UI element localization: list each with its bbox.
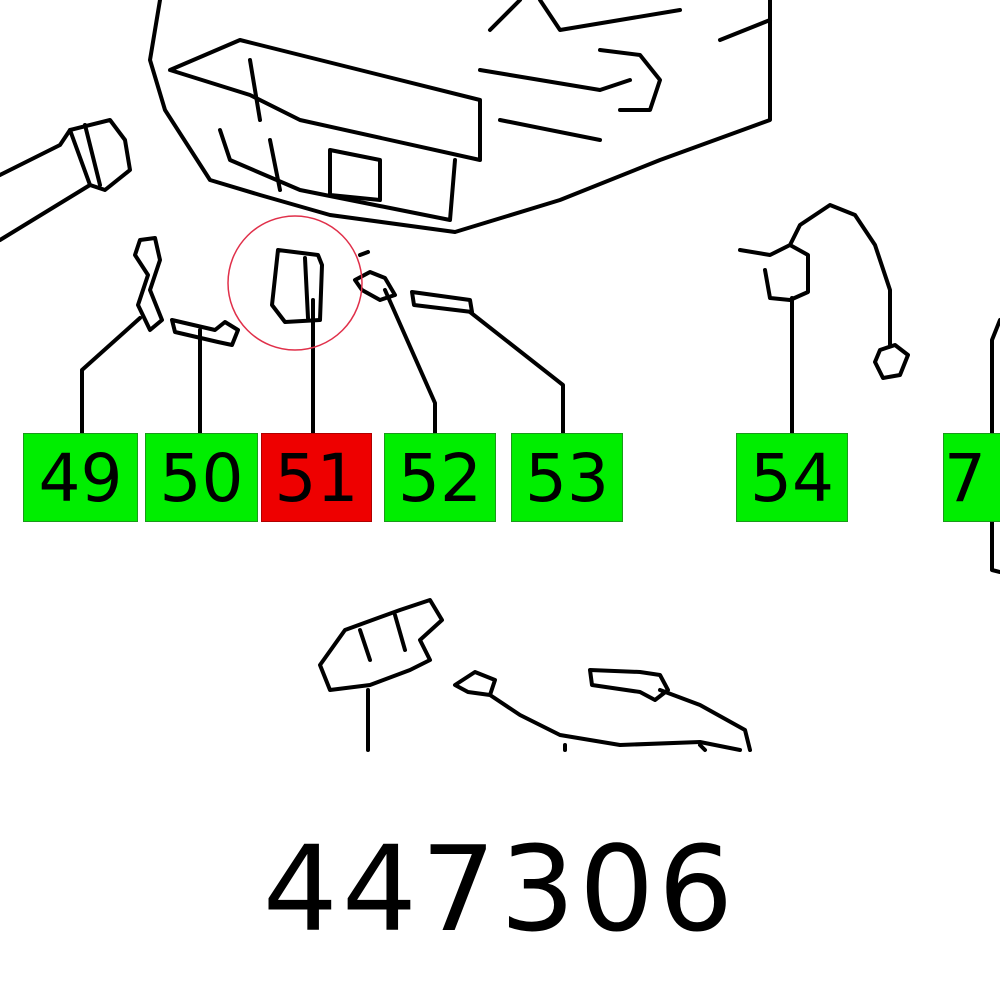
leader-lines (80, 288, 794, 752)
leader-52 (383, 288, 437, 435)
label-53[interactable]: 53 (511, 433, 623, 522)
part-51-pad (270, 248, 324, 324)
leader-49 (80, 316, 142, 435)
housing-drawing (148, 0, 772, 234)
part-49-clip (133, 236, 164, 332)
part-54-cable (738, 203, 910, 380)
leader-53 (468, 310, 565, 435)
label-50[interactable]: 50 (145, 433, 258, 522)
label-49[interactable]: 49 (23, 433, 138, 522)
label-7[interactable]: 7 (943, 433, 1000, 522)
highlight-circle (227, 215, 363, 351)
label-52[interactable]: 52 (384, 433, 496, 522)
part-7-drawing (990, 318, 1000, 574)
shaft-drawing (0, 118, 132, 242)
label-51-selected[interactable]: 51 (261, 433, 372, 522)
part-53-pin (410, 290, 474, 314)
label-7-text: 7 (944, 440, 986, 517)
part-number: 447306 (262, 820, 738, 958)
label-54[interactable]: 54 (736, 433, 848, 522)
lower-parts-drawing (318, 598, 752, 752)
part-50-screw (170, 318, 240, 347)
